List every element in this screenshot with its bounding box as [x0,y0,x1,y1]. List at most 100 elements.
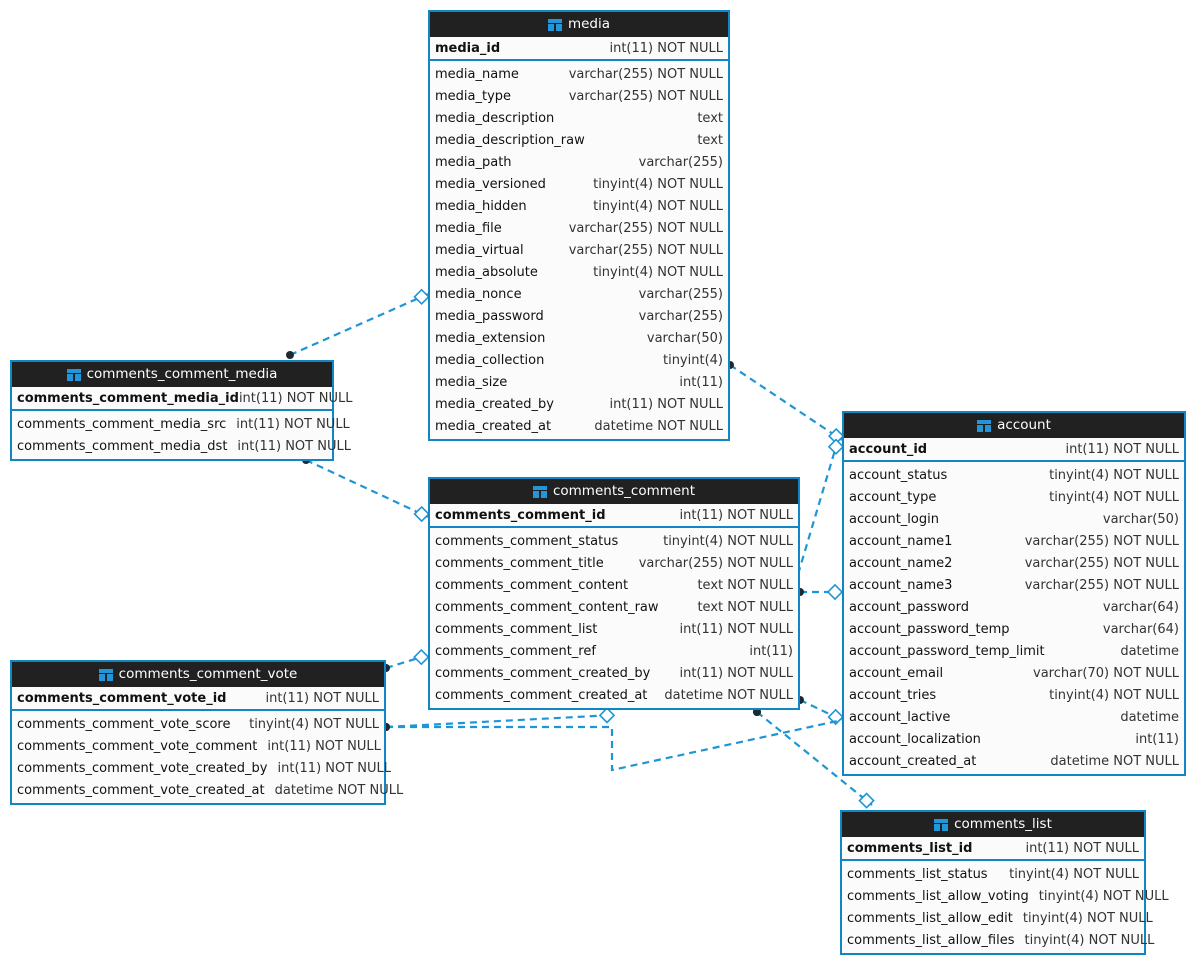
entity-header-comments_comment_media: comments_comment_media [12,362,332,387]
entity-comments_comment_media[interactable]: comments_comment_media comments_comment_m… [10,360,352,461]
entity-title: comments_comment_media [86,366,278,382]
column-type: int(11) NOT NULL [267,738,381,754]
column-type: datetime NOT NULL [594,418,723,434]
column-name: media_name [435,66,519,82]
column-name: media_description_raw [435,132,585,148]
table-icon [547,18,562,31]
column-name: comments_comment_vote_created_at [17,782,265,798]
column-type: tinyint(4) NOT NULL [593,198,723,214]
table-icon [977,419,992,432]
column-row[interactable]: account_name2 varchar(255) NOT NULL [844,552,1184,574]
column-name: media_size [435,374,508,390]
column-type: varchar(50) [646,330,723,346]
column-name: media_password [435,308,544,324]
column-name: comments_list_status [847,866,988,882]
primary-key-row[interactable]: comments_comment_vote_id int(11) NOT NULL [12,687,384,711]
relationship-endpoint-diamond [827,438,845,455]
column-row[interactable]: media_password varchar(255) [430,305,728,327]
column-type: varchar(255) NOT NULL [568,66,723,82]
column-name: media_nonce [435,286,522,302]
column-type: int(11) NOT NULL [265,690,379,706]
column-type: tinyint(4) NOT NULL [663,533,793,549]
column-type: varchar(255) NOT NULL [1024,555,1179,571]
relationship-endpoint-dot [286,351,294,359]
column-type: tinyint(4) NOT NULL [593,264,723,280]
relationship-rel-ccv-cc-bottom [382,707,616,731]
relationship-endpoint-diamond [827,708,844,726]
column-type: tinyint(4) NOT NULL [1049,467,1179,483]
column-type: datetime NOT NULL [664,687,793,703]
column-type: text [697,132,723,148]
column-type: datetime NOT NULL [1050,753,1179,769]
column-name: comments_comment_content [435,577,629,593]
column-row[interactable]: media_name varchar(255) NOT NULL [430,63,728,85]
column-row[interactable]: media_description_raw text [430,129,728,151]
column-name: media_id [435,40,501,56]
column-type: datetime [1120,643,1179,659]
column-name: account_password_temp [849,621,1010,637]
column-type: varchar(64) [1102,621,1179,637]
column-row[interactable]: account_password_temp varchar(64) [844,618,1184,640]
column-name: account_name2 [849,555,953,571]
entity-header-comments_list: comments_list [842,812,1144,837]
column-type: varchar(255) [638,308,723,324]
column-name: comments_comment_vote_id [17,690,227,706]
entity-header-account: account [844,413,1184,438]
